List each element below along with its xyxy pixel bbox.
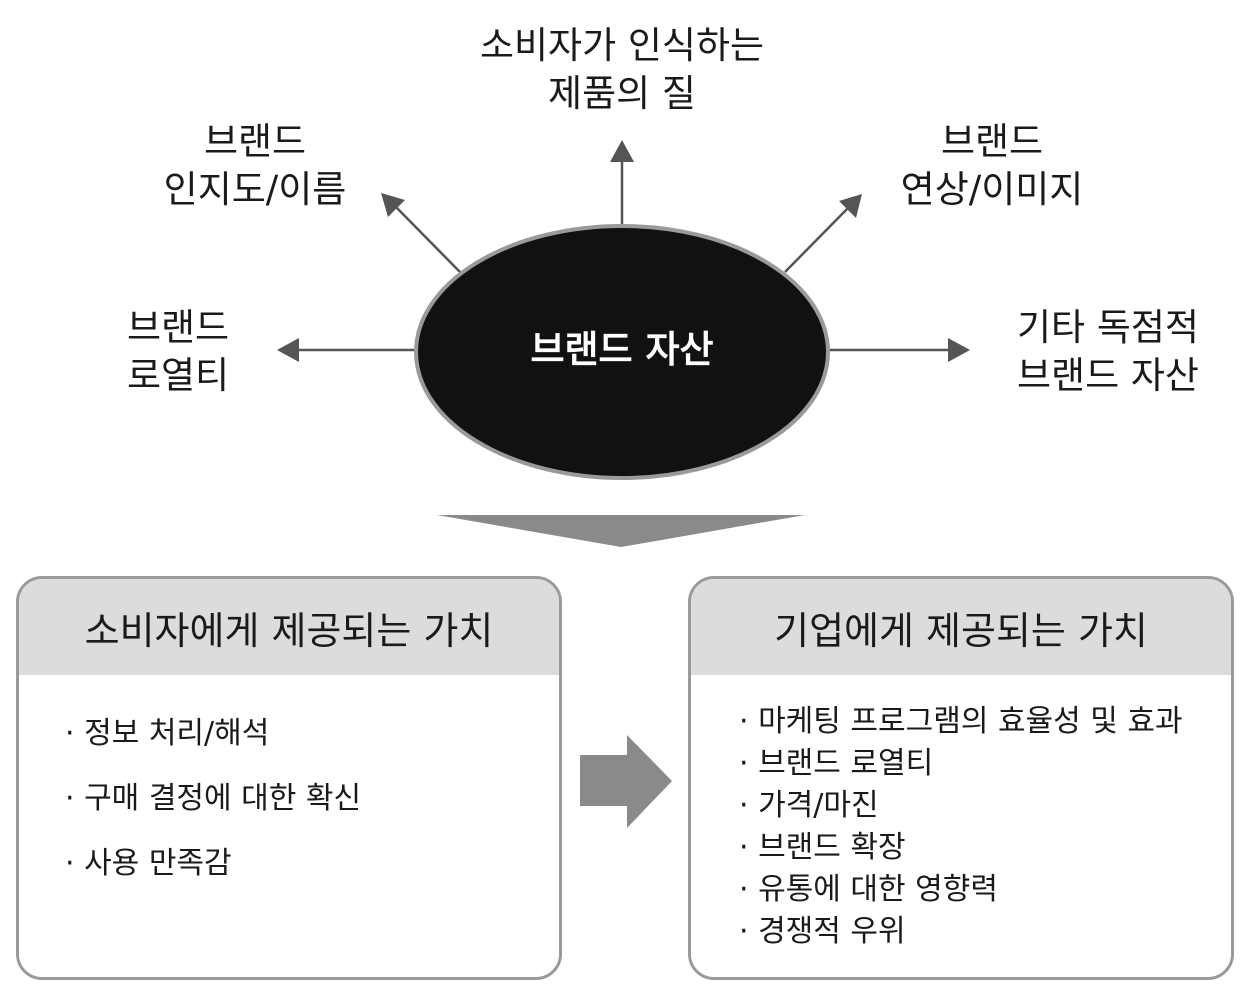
company-value-panel: 기업에게 제공되는 가치 마케팅 프로그램의 효율성 및 효과 브랜드 로열티 … — [688, 576, 1234, 980]
node-left-label: 브랜드 로열티 — [98, 304, 258, 400]
list-item: 브랜드 로열티 — [739, 743, 1231, 785]
list-item: 브랜드 확장 — [739, 827, 1231, 869]
right-block-arrow — [580, 735, 672, 828]
node-upper-left-label: 브랜드 인지도/이름 — [130, 118, 380, 214]
node-upper-right-line1: 브랜드 — [940, 120, 1044, 163]
down-triangle — [437, 515, 805, 547]
node-left-line1: 브랜드 — [126, 306, 230, 349]
arrowhead-upper-left — [381, 193, 405, 217]
node-top-line1: 소비자가 인식하는 — [479, 24, 765, 67]
node-right-line1: 기타 독점적 — [1017, 306, 1199, 349]
node-right-label: 기타 독점적 브랜드 자산 — [990, 304, 1226, 400]
list-item: 경쟁적 우위 — [739, 911, 1231, 953]
arrow-upper-right — [784, 204, 852, 273]
node-upper-right-label: 브랜드 연상/이미지 — [870, 118, 1114, 214]
list-item: 사용 만족감 — [65, 831, 559, 896]
company-value-title: 기업에게 제공되는 가치 — [691, 579, 1231, 675]
node-left-line2: 로열티 — [126, 354, 230, 397]
arrow-upper-left — [391, 202, 461, 273]
node-top-label: 소비자가 인식하는 제품의 질 — [422, 22, 822, 118]
node-right-line2: 브랜드 자산 — [1017, 354, 1199, 397]
consumer-value-title: 소비자에게 제공되는 가치 — [19, 579, 559, 675]
list-item: 유통에 대한 영향력 — [739, 869, 1231, 911]
consumer-value-list: 정보 처리/해석 구매 결정에 대한 확신 사용 만족감 — [19, 675, 559, 896]
company-value-list: 마케팅 프로그램의 효율성 및 효과 브랜드 로열티 가격/마진 브랜드 확장 … — [691, 675, 1231, 953]
node-upper-right-line2: 연상/이미지 — [900, 168, 1084, 211]
arrowhead-left — [277, 338, 299, 362]
arrowhead-top — [610, 140, 634, 162]
consumer-value-panel: 소비자에게 제공되는 가치 정보 처리/해석 구매 결정에 대한 확신 사용 만… — [16, 576, 562, 980]
arrowhead-upper-right — [839, 194, 862, 218]
node-upper-left-line2: 인지도/이름 — [163, 168, 347, 211]
list-item: 가격/마진 — [739, 785, 1231, 827]
list-item: 마케팅 프로그램의 효율성 및 효과 — [739, 701, 1231, 743]
arrowhead-right — [948, 338, 970, 362]
center-label: 브랜드 자산 — [530, 328, 714, 371]
list-item: 구매 결정에 대한 확신 — [65, 766, 559, 831]
list-item: 정보 처리/해석 — [65, 701, 559, 766]
node-top-line2: 제품의 질 — [548, 72, 696, 115]
brand-equity-ellipse — [414, 224, 830, 480]
node-upper-left-line1: 브랜드 — [203, 120, 307, 163]
